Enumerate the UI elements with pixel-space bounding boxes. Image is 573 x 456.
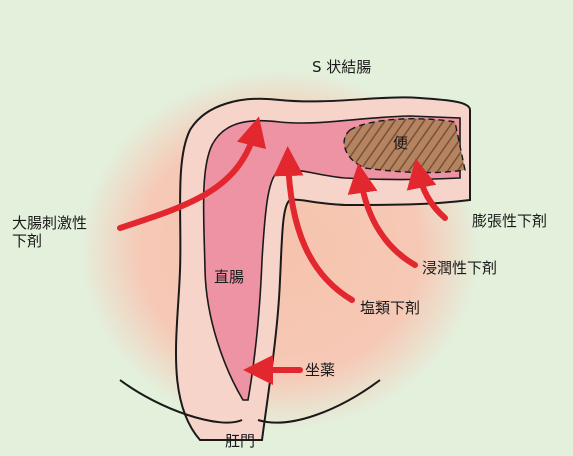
label-stool: 便 — [393, 134, 408, 152]
label-s-colon: S 状結腸 — [312, 58, 371, 76]
label-rectum: 直腸 — [214, 268, 244, 286]
label-osmotic-laxative: 浸潤性下剤 — [422, 259, 497, 277]
label-saline-laxative: 塩類下剤 — [360, 299, 420, 317]
label-stimulant-line1: 大腸刺激性 — [12, 214, 87, 232]
label-suppository: 坐薬 — [305, 361, 335, 379]
label-anus: 肛門 — [225, 432, 255, 450]
label-bulk-laxative: 膨張性下剤 — [472, 212, 547, 230]
label-stimulant-line2: 下剤 — [12, 232, 42, 250]
